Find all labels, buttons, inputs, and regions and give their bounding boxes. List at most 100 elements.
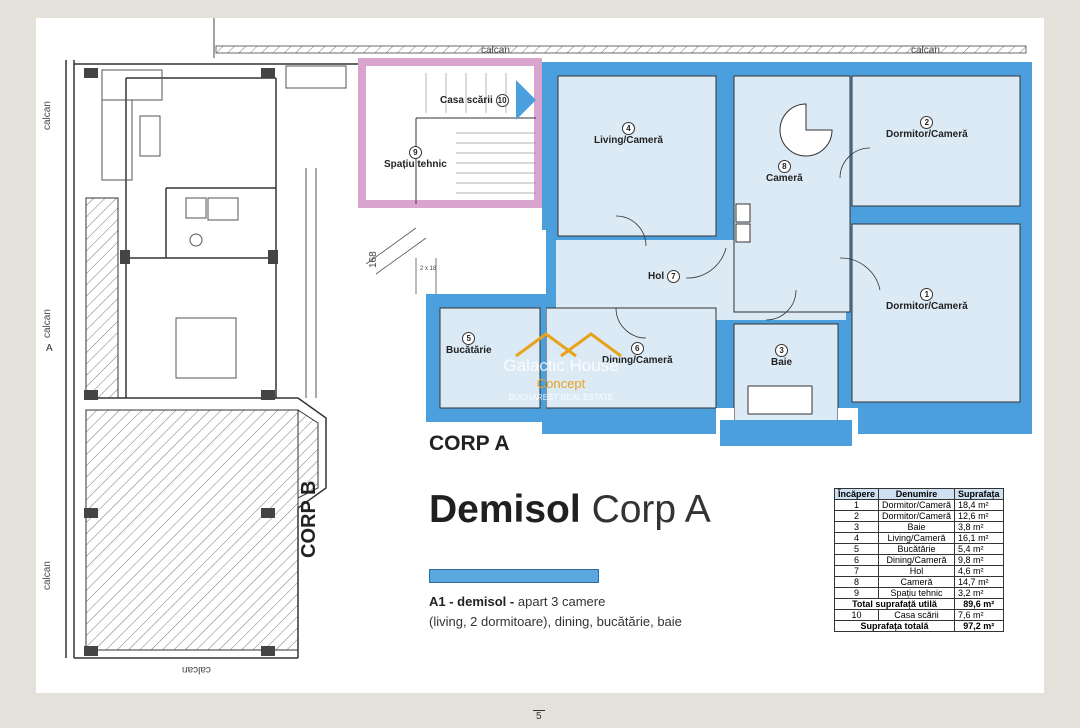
table-header-name: Denumire — [878, 488, 956, 500]
table-header-room: Încăpere — [833, 488, 880, 500]
apartment-description: A1 - demisol - apart 3 camere (living, 2… — [429, 592, 682, 632]
calcan-label-bottom: calcan — [182, 664, 211, 675]
table-cell: 9,8 m² — [954, 554, 1004, 566]
table-cell: 2 — [833, 510, 880, 522]
floor-plan-drawing — [65, 18, 1032, 659]
table-total-row: Suprafața totală 97,2 m² — [833, 620, 1004, 632]
section-marker: A — [46, 343, 53, 354]
furniture-corp-b — [101, 65, 347, 379]
table-cell: 6 — [833, 554, 880, 566]
room-number: 2 — [920, 116, 934, 129]
room-name: Living/Cameră — [594, 135, 663, 146]
table-cell: 3 — [833, 521, 880, 533]
room-number: 7 — [666, 270, 680, 283]
description-line2: (living, 2 dormitoare), dining, bucătări… — [429, 614, 682, 629]
corp-a-apartment — [426, 62, 1032, 448]
hatched-area-corp-b-bay — [297, 409, 319, 499]
dimension-label-small: 2 x 18 — [420, 266, 437, 272]
table-cell: 9 — [833, 587, 880, 599]
calcan-label-left-1: calcan — [42, 101, 53, 130]
table-cell: Bucătărie — [878, 543, 956, 555]
table-cell: 5 — [833, 543, 880, 555]
table-cell: 5,4 m² — [954, 543, 1004, 555]
hatched-area-corp-b — [85, 409, 299, 651]
room-label-10: Casa scării 10 — [440, 94, 509, 107]
corp-b-label: CORP B — [298, 480, 320, 558]
title-bold: Demisol — [429, 488, 581, 531]
table-cell: 3,2 m² — [954, 587, 1004, 599]
logo-roof-icon — [515, 332, 622, 358]
corp-a-label: CORP A — [429, 432, 510, 455]
room-label-3: 3 Baie — [771, 344, 792, 368]
corp-b-building — [65, 60, 361, 659]
logo-main-text: Galactic House — [503, 356, 619, 375]
room-label-9: 9 Spațiu tehnic — [384, 146, 447, 170]
room-name: Casa scării — [440, 95, 493, 106]
description-line1: apart 3 camere — [517, 594, 606, 609]
table-cell: 16,1 m² — [954, 532, 1004, 544]
room-name: Dining/Cameră — [602, 355, 673, 366]
table-total-util-label: Total suprafață utilă — [833, 598, 956, 610]
room-number: 1 — [920, 288, 934, 301]
room-number: 4 — [621, 122, 635, 135]
table-cell: 3,8 m² — [954, 521, 1004, 533]
table-cell: Dining/Cameră — [878, 554, 956, 566]
room-label-7: Hol 7 — [648, 270, 680, 283]
room-number: 3 — [775, 344, 789, 357]
room-name: Dormitor/Cameră — [886, 129, 968, 140]
table-total-util-value: 89,6 m² — [954, 598, 1004, 610]
room-number: 5 — [462, 332, 476, 345]
watermark-logo: Galactic House Concept BUCHAREST REAL ES… — [476, 326, 646, 416]
room-name: Bucătărie — [446, 345, 492, 356]
table-cell: Dormitor/Cameră — [878, 499, 956, 511]
room-label-5: 5 Bucătărie — [446, 332, 492, 356]
room-name: Baie — [771, 357, 793, 368]
table-total-value: 97,2 m² — [954, 620, 1004, 632]
room-number: 10 — [495, 94, 509, 107]
room-name: Hol — [648, 271, 665, 282]
room-label-6: 6 Dining/Cameră — [602, 342, 673, 366]
table-cell: Casa scării — [878, 609, 956, 621]
room-name: Dormitor/Cameră — [886, 301, 968, 312]
room-number: 9 — [408, 146, 422, 159]
table-cell: 4 — [833, 532, 880, 544]
table-cell: 12,6 m² — [954, 510, 1004, 522]
table-cell: Dormitor/Cameră — [878, 510, 956, 522]
room-label-2: 2 Dormitor/Cameră — [886, 116, 968, 140]
dimension-label-168: 168 — [368, 251, 379, 268]
logo-tagline: BUCHAREST REAL ESTATE — [508, 393, 614, 402]
description-bold: A1 - demisol - — [429, 594, 515, 609]
table-total-util-row: Total suprafață utilă 89,6 m² — [833, 598, 1004, 610]
table-cell: Spațiu tehnic — [878, 587, 956, 599]
table-cell: 7 — [833, 565, 880, 577]
table-cell: 1 — [833, 499, 880, 511]
room-name: Spațiu tehnic — [384, 159, 447, 170]
table-cell: Living/Cameră — [878, 532, 956, 544]
hatched-strip-left — [85, 197, 119, 399]
calcan-label-top-2: calcan — [911, 45, 940, 56]
table-cell: Cameră — [878, 576, 956, 588]
room-label-8: 8 Cameră — [766, 160, 803, 184]
table-cell: Baie — [878, 521, 956, 533]
table-cell: 10 — [833, 609, 880, 621]
page-number: 5 — [533, 710, 545, 722]
title-light: Corp A — [591, 488, 711, 531]
table-row: 10 Casa scării 7,6 m² — [833, 609, 1004, 621]
logo-sub-text: Concept — [536, 376, 586, 391]
calcan-label-left-3: calcan — [42, 561, 53, 590]
table-header-area: Suprafața — [954, 488, 1004, 500]
room-label-4: 4 Living/Cameră — [594, 122, 663, 146]
pillars — [84, 68, 278, 656]
room-label-1: 1 Dormitor/Cameră — [886, 288, 968, 312]
top-calcan-wall — [215, 45, 1027, 54]
table-total-label: Suprafața totală — [833, 620, 956, 632]
